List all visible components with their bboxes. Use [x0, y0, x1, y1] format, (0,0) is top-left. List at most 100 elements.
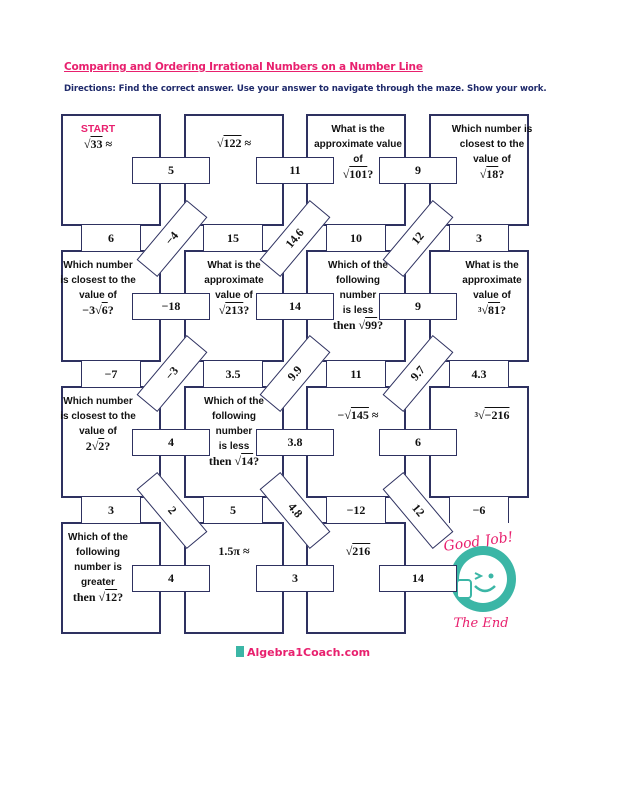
- math-expression: −√145 ≈: [337, 408, 378, 423]
- math-suffix: ?: [500, 303, 507, 317]
- answer-box[interactable]: 14: [256, 293, 334, 320]
- worksheet-title: Comparing and Ordering Irrational Number…: [64, 61, 423, 73]
- question-line: What is the: [331, 124, 385, 135]
- question-line: value of: [215, 290, 253, 301]
- math-suffix: ?: [367, 167, 374, 181]
- question-line: closest to the: [459, 139, 525, 150]
- cell-question: −√145 ≈: [336, 394, 380, 423]
- question-line: value of: [473, 290, 511, 301]
- question-line: following: [336, 275, 380, 286]
- question-line: greater: [81, 577, 115, 588]
- svg-text:The End: The End: [453, 616, 508, 631]
- answer-box[interactable]: 9: [379, 157, 457, 184]
- answer-box[interactable]: 10: [326, 225, 386, 251]
- question-line: value of: [79, 426, 117, 437]
- answer-box[interactable]: −7: [81, 361, 141, 387]
- math-prefix: then: [208, 454, 235, 468]
- sqrt-icon: √: [342, 167, 350, 181]
- answer-box[interactable]: 4: [132, 565, 210, 592]
- cell-question: √216: [336, 530, 380, 559]
- answer-box[interactable]: 5: [203, 497, 263, 523]
- question-line: approximate: [204, 275, 264, 286]
- answer-box[interactable]: −12: [326, 497, 386, 523]
- math-prefix: then: [72, 590, 99, 604]
- radicand: 12: [105, 590, 118, 604]
- answer-box[interactable]: 6: [379, 429, 457, 456]
- sqrt-icon: √: [344, 408, 351, 422]
- radicand: 81: [488, 303, 501, 317]
- answer-box[interactable]: −18: [132, 293, 210, 320]
- answer-box[interactable]: 11: [326, 361, 386, 387]
- math-expression: 3√81?: [478, 303, 506, 318]
- answer-box[interactable]: 3: [256, 565, 334, 592]
- question-line: is closest to the: [60, 275, 136, 286]
- math-suffix: ≈: [102, 137, 113, 151]
- question-line: is closest to the: [60, 411, 136, 422]
- question-line: Which number: [63, 260, 133, 271]
- answer-box[interactable]: 11: [256, 157, 334, 184]
- cell-question: 1.5π ≈: [212, 530, 256, 559]
- math-prefix: then: [332, 318, 359, 332]
- sqrt-icon: √: [478, 408, 485, 422]
- answer-box[interactable]: 6: [81, 225, 141, 251]
- footer-site[interactable]: Algebra1Coach.com: [236, 646, 370, 659]
- answer-box[interactable]: 3.8: [256, 429, 334, 456]
- answer-box[interactable]: 3.5: [203, 361, 263, 387]
- sqrt-icon: √: [358, 318, 366, 332]
- radicand: 145: [350, 408, 369, 422]
- math-suffix: ≈: [241, 136, 252, 150]
- radicand: −216: [484, 408, 510, 422]
- sqrt-icon: √: [95, 303, 102, 317]
- math-expression: √216: [346, 544, 371, 559]
- question-line: following: [76, 547, 120, 558]
- math-suffix: ?: [107, 303, 114, 317]
- cell-question: What is the approximate value of 3√81?: [459, 258, 525, 318]
- question-line: number: [339, 290, 377, 301]
- answer-box[interactable]: 3: [449, 225, 509, 251]
- sqrt-icon: √: [218, 303, 226, 317]
- math-expression: then √99?: [333, 318, 383, 333]
- answer-box[interactable]: 4.3: [449, 361, 509, 387]
- answer-box[interactable]: 5: [132, 157, 210, 184]
- question-line: Which of the: [204, 396, 264, 407]
- math-suffix: ≈: [368, 408, 379, 422]
- answer-box[interactable]: 15: [203, 225, 263, 251]
- question-line: Which of the: [68, 532, 128, 543]
- cell-question: √122 ≈: [212, 122, 256, 151]
- answer-box[interactable]: 3: [81, 497, 141, 523]
- question-line: approximate: [462, 275, 522, 286]
- question-line: number: [215, 426, 253, 437]
- sqrt-icon: √: [234, 454, 242, 468]
- sqrt-icon: √: [98, 590, 106, 604]
- question-line: Which of the: [328, 260, 388, 271]
- answer-box[interactable]: 4: [132, 429, 210, 456]
- math-expression: 2√2?: [86, 439, 111, 454]
- question-line: Which number is: [451, 124, 533, 135]
- radicand: 2: [98, 439, 105, 453]
- math-suffix: ?: [243, 303, 250, 317]
- question-line: value of: [79, 290, 117, 301]
- calculator-icon: [236, 646, 244, 657]
- math-expression: then √14?: [209, 454, 259, 469]
- answer-box[interactable]: 9: [379, 293, 457, 320]
- math-expression: 3√−216: [475, 408, 510, 423]
- directions: Directions: Find the correct answer. Use…: [64, 84, 547, 94]
- sqrt-icon: √: [479, 167, 487, 181]
- question-line: is less: [218, 441, 250, 452]
- math-suffix: ?: [117, 590, 124, 604]
- math-expression: then √12?: [73, 590, 123, 605]
- answer-box[interactable]: −6: [449, 497, 509, 523]
- cell-question: START√33 ≈: [65, 122, 131, 152]
- radicand: 216: [352, 544, 371, 558]
- question-line: What is the: [465, 260, 519, 271]
- start-label: START: [80, 123, 116, 135]
- math-prefix: −: [337, 408, 345, 422]
- sqrt-icon: √: [91, 439, 99, 453]
- answer-box[interactable]: 14: [379, 565, 457, 592]
